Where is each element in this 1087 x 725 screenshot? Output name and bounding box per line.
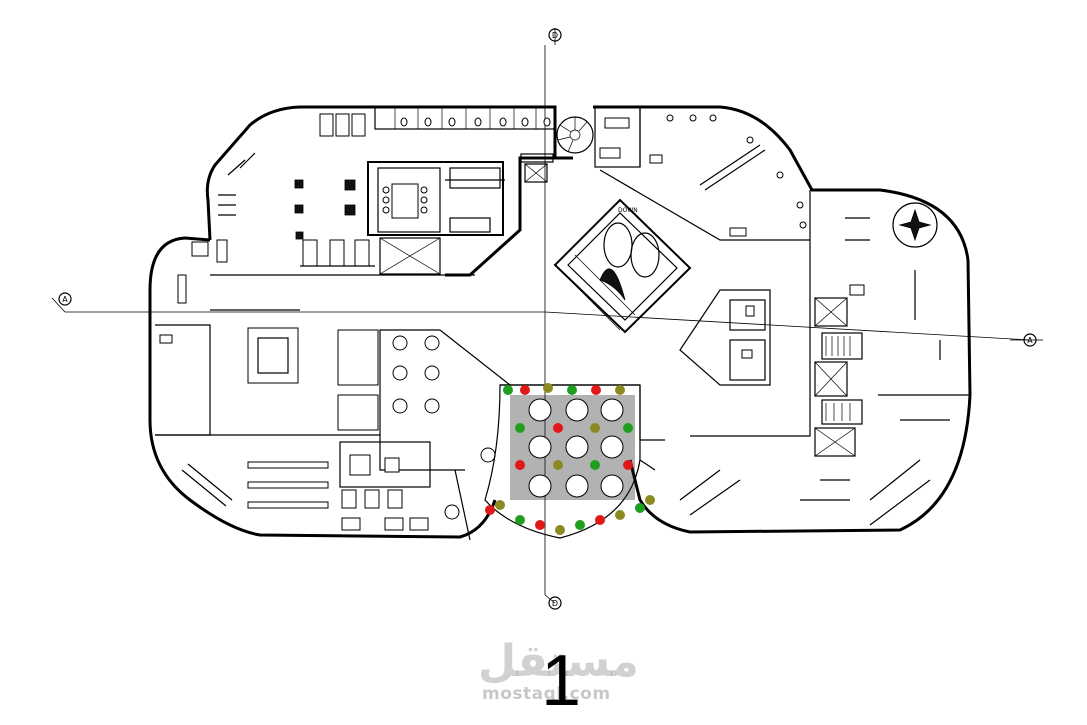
garden-plant [623, 423, 633, 433]
garden-plant [595, 515, 605, 525]
toilet-block-center [679, 289, 771, 386]
garden-seating [528, 398, 624, 498]
watermark-arabic: مستقل [478, 636, 639, 687]
garden-plant [515, 460, 525, 470]
cafe-tables-left [392, 335, 496, 520]
grid-axes [65, 45, 1031, 595]
grid-marker-right: A [1023, 333, 1043, 347]
right-upper-offices [594, 106, 807, 237]
grid-marker-right-label: A [1027, 336, 1033, 345]
garden-plant [623, 460, 633, 470]
right-service-core [814, 297, 863, 457]
garden-plant [555, 525, 565, 535]
lower-left-area [181, 441, 431, 531]
gym-equipment [216, 152, 375, 267]
garden-plant [485, 505, 495, 515]
meeting-room [367, 161, 505, 236]
left-office [159, 241, 379, 431]
garden-plant [590, 423, 600, 433]
garden-plant [553, 423, 563, 433]
garden-plant [615, 510, 625, 520]
garden-plant [495, 500, 505, 510]
garden-plant [567, 385, 577, 395]
toilet-block-top [319, 106, 556, 137]
garden-plant [535, 520, 545, 530]
grid-marker-top: D [548, 28, 562, 45]
garden-plant [635, 503, 645, 513]
sheet-number: 1 [541, 641, 582, 721]
grid-marker-bottom-label: D [552, 599, 558, 608]
down-label: DOWN [618, 207, 638, 214]
garden-plant [645, 495, 655, 505]
garden-plant [515, 515, 525, 525]
garden-plant [520, 385, 530, 395]
garden-plant [590, 460, 600, 470]
grid-marker-left: A [51, 292, 72, 313]
garden-plant [503, 385, 513, 395]
central-escalator: DOWN [553, 198, 692, 334]
garden-plant [515, 423, 525, 433]
right-wing-furniture [679, 202, 950, 526]
grid-marker-bottom: D [544, 594, 562, 610]
garden-plant [543, 383, 553, 393]
spiral-stair [556, 116, 594, 154]
garden-plant [615, 385, 625, 395]
watermark-latin: mostaql.com [482, 684, 611, 704]
service-core-left [379, 153, 554, 275]
garden-plant [553, 460, 563, 470]
garden-plant [591, 385, 601, 395]
grid-marker-left-label: A [62, 295, 68, 304]
grid-marker-top-label: D [552, 31, 558, 40]
garden-plant [575, 520, 585, 530]
